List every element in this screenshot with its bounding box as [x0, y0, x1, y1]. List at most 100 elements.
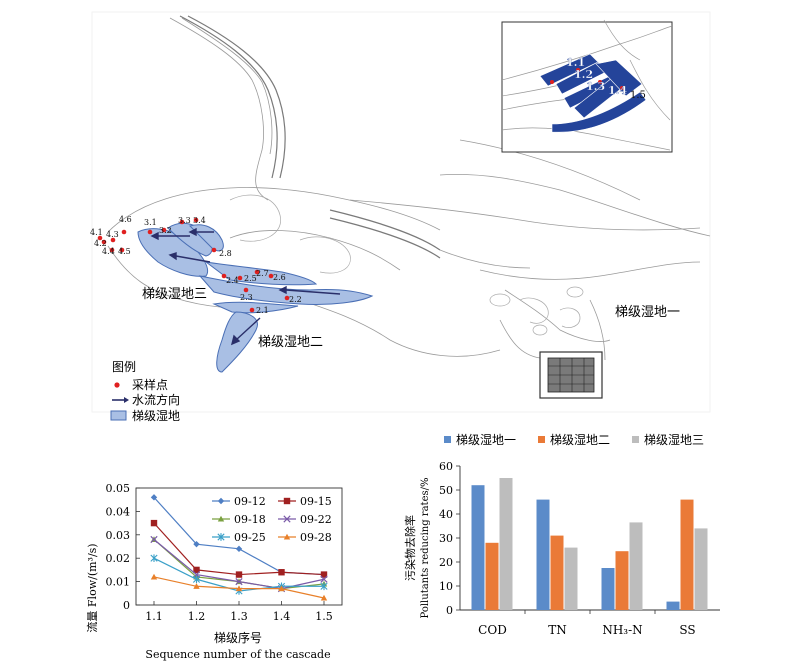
- sample-point-label-2-6: 2.6: [273, 273, 286, 282]
- line-chart-y-tick-label: 0: [123, 599, 130, 612]
- legend-item-sample-point: 采样点: [132, 377, 168, 392]
- building-block: [539, 351, 603, 399]
- line-point-09-28-1.4: [278, 585, 285, 592]
- line-chart-x-tick-label: 1.1: [145, 610, 163, 623]
- sample-point-4-4: [109, 247, 115, 253]
- wetland-one-label: 梯级湿地一: [615, 305, 680, 320]
- sample-point-label-4-2: 4.2: [94, 239, 107, 248]
- line-chart-y-tick-label: 0.05: [106, 482, 131, 495]
- sample-point-2-3: [243, 287, 249, 293]
- line-point-09-28-1.3: [235, 585, 243, 592]
- bar-legend-label-梯级湿地一: 梯级湿地一: [456, 432, 516, 447]
- bar-chart-category-label: SS: [679, 623, 695, 637]
- line-chart-x-label-en: Sequence number of the cascade: [145, 648, 330, 661]
- inset-labels: 1.1 1.2 1.3 1.4: [566, 56, 628, 97]
- inset-map: 1.1 1.2 1.3 1.4 1.5: [501, 19, 673, 153]
- legend-marker-09-15: [283, 497, 291, 505]
- line-point-09-28-1.5: [320, 594, 328, 601]
- sample-point-3-3: [179, 219, 185, 225]
- legend-label-09-22: 09-22: [300, 513, 332, 526]
- bar-chart-y-tick-label: 50: [439, 484, 453, 497]
- sample-point-4-3: [110, 237, 116, 243]
- line-chart-y-label: 流量 Flow/(m³/s): [85, 543, 99, 632]
- legend-wetland-symbol: [110, 410, 127, 421]
- bar-chart-y-label-en: Pollutants reducing rates/%: [420, 478, 431, 619]
- legend-title: 图例: [112, 360, 136, 374]
- legend-item-wetland: 梯级湿地: [132, 408, 180, 423]
- line-point-09-28-1.2: [193, 583, 200, 589]
- flow-arrows: [150, 227, 341, 346]
- bar-SS-梯级湿地三: [694, 528, 708, 610]
- wetland-two-top: [205, 261, 318, 286]
- line-point-09-25-1.1: [150, 554, 158, 563]
- sample-point-label-3-2: 3.2: [159, 226, 172, 235]
- sample-point-2-8: [211, 247, 217, 253]
- bar-TN-梯级湿地二: [550, 535, 564, 610]
- bar-chart-y-tick-label: 10: [439, 580, 453, 593]
- bar-legend-swatch-梯级湿地三: [632, 436, 639, 443]
- line-point-09-28-1.1: [150, 573, 158, 580]
- line-point-09-15-1.3: [235, 571, 243, 578]
- sample-point-3-1: [147, 229, 153, 235]
- bar-NH₃-N-梯级湿地一: [601, 568, 615, 610]
- bar-NH₃-N-梯级湿地二: [615, 551, 629, 610]
- sample-point-label-4-4: 4.4: [102, 247, 115, 256]
- line-point-09-12-1.3: [235, 545, 243, 553]
- bar-legend-swatch-梯级湿地二: [538, 436, 545, 443]
- sample-point-label-3-1: 3.1: [144, 218, 157, 227]
- legend-label-09-15: 09-15: [300, 495, 332, 508]
- line-chart-x-tick-label: 1.4: [273, 610, 291, 623]
- line-point-09-12-1.1: [150, 494, 158, 501]
- line-point-09-22-1.3: [235, 577, 243, 586]
- inset-sample-dots: [550, 68, 624, 90]
- bar-chart-y-tick-label: 20: [439, 556, 453, 569]
- wetland-three-area: [137, 228, 208, 277]
- sample-point-label-4-6: 4.6: [119, 215, 132, 224]
- legend-label-09-28: 09-28: [300, 531, 332, 544]
- line-chart-y-tick-label: 0.01: [106, 576, 131, 589]
- legend-item-flow: 水流方向: [132, 392, 180, 407]
- bar-chart-category-label: NH₃-N: [602, 623, 642, 637]
- line-point-09-25-1.5: [320, 582, 328, 591]
- inset-label-1-3: 1.3: [586, 80, 605, 93]
- wetland-two-label: 梯级湿地二: [258, 335, 323, 350]
- legend-label-09-12: 09-12: [234, 495, 266, 508]
- bar-SS-梯级湿地二: [680, 499, 694, 610]
- line-point-09-25-1.2: [192, 575, 201, 584]
- line-point-09-15-1.5: [320, 571, 328, 578]
- bar-chart-category-label: TN: [548, 623, 567, 637]
- bar-chart-y-tick-label: 60: [439, 460, 453, 473]
- line-chart-x-tick-label: 1.2: [188, 610, 206, 623]
- legend-marker-09-28: [283, 533, 291, 540]
- line-chart-x-tick-label: 1.5: [315, 610, 333, 623]
- line-point-09-15-1.1: [150, 519, 158, 527]
- line-point-09-15-1.4: [278, 569, 285, 576]
- sample-point-4-5: [119, 247, 125, 253]
- bar-COD-梯级湿地三: [499, 478, 513, 610]
- sample-point-2-4: [221, 273, 227, 279]
- inset-label-1-4: 1.4: [608, 84, 627, 97]
- legend-marker-09-25: [217, 533, 225, 541]
- sample-point-2-5: [237, 275, 243, 281]
- bar-chart-bars: [471, 478, 708, 610]
- sample-point-label-2-5: 2.5: [244, 274, 257, 283]
- line-chart-y-tick-label: 0.04: [106, 505, 131, 518]
- inset-label-1-2: 1.2: [574, 68, 593, 81]
- sample-point-3-4: [193, 217, 199, 223]
- bar-COD-梯级湿地一: [471, 485, 485, 610]
- park-paths: [229, 194, 584, 336]
- sample-point-4-1: [97, 235, 103, 241]
- line-chart-y-tick-label: 0.03: [106, 529, 131, 542]
- line-point-09-15-1.2: [193, 566, 200, 574]
- sample-point-4-6: [121, 229, 127, 235]
- bar-SS-梯级湿地一: [666, 601, 680, 610]
- sample-point-label-2-2: 2.2: [289, 295, 302, 304]
- wetland-three-label: 梯级湿地三: [142, 287, 207, 302]
